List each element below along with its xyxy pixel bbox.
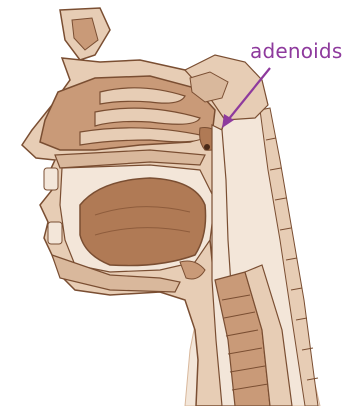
adenoid-dot [204,144,210,150]
tongue [80,178,206,266]
lower-teeth [48,222,62,244]
upper-teeth [44,168,58,190]
adenoids-label: adenoids [250,39,342,63]
